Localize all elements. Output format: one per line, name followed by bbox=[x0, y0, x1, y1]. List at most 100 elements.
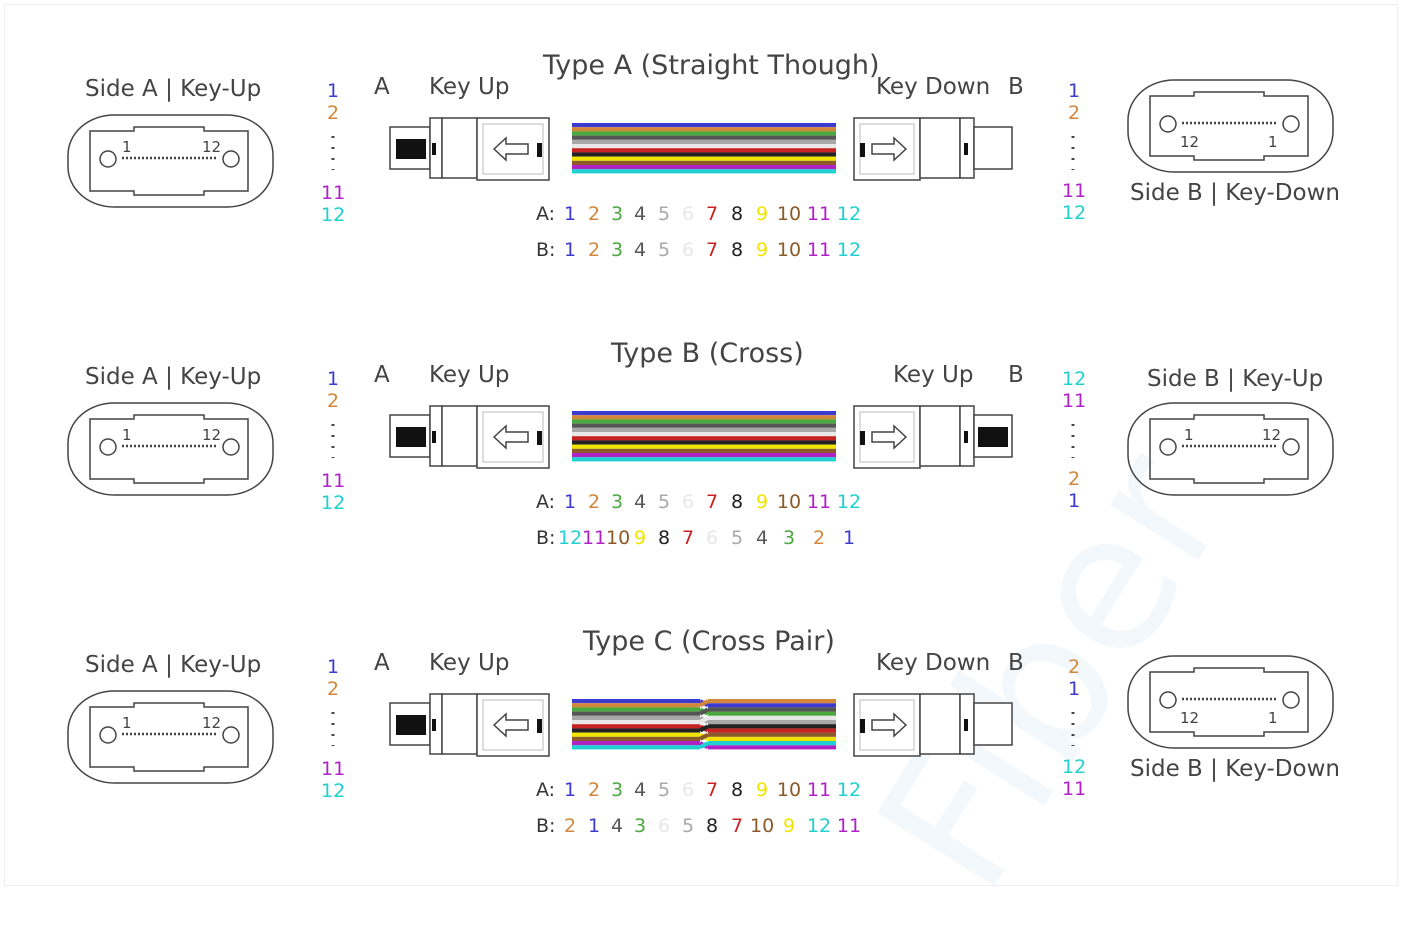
side-b-label: Side B | Key-Down bbox=[1130, 180, 1340, 206]
side-a-label: Side A | Key-Up bbox=[85, 364, 262, 390]
fiber-number-right: 11 bbox=[1062, 778, 1087, 800]
fiber-map-number: 10 bbox=[606, 527, 631, 549]
side-b-label: Side B | Key-Up bbox=[1147, 366, 1324, 392]
fiber-map-number: 5 bbox=[730, 527, 744, 549]
fiber-map-number: 1 bbox=[563, 491, 577, 513]
end-label-left: A bbox=[374, 74, 390, 100]
fiber-map-number: 9 bbox=[633, 527, 647, 549]
side-a-label: Side A | Key-Up bbox=[85, 652, 262, 678]
connector-pin-number: 12 bbox=[202, 426, 222, 444]
fiber-map-number: 8 bbox=[730, 239, 744, 261]
fiber-map-number: 3 bbox=[610, 203, 624, 225]
fiber-map-number: 4 bbox=[633, 779, 647, 801]
end-label-left: A bbox=[374, 362, 390, 388]
fiber-number-right: 1 bbox=[1068, 80, 1081, 102]
fiber-number-left: 2 bbox=[327, 390, 340, 412]
diagram-frame bbox=[4, 4, 1398, 886]
fiber-map-number: 8 bbox=[705, 815, 719, 837]
fiber-number-right: 2 bbox=[1068, 656, 1081, 678]
fiber-number-left: 12 bbox=[321, 204, 346, 226]
fiber-map-number: 7 bbox=[705, 491, 719, 513]
fiber-map-number: 5 bbox=[657, 203, 671, 225]
key-label-left: Key Up bbox=[429, 74, 510, 100]
fiber-map-number: 1 bbox=[563, 779, 577, 801]
key-label-right: Key Down bbox=[876, 650, 991, 676]
fiber-map-number: 11 bbox=[806, 779, 832, 801]
connector-pin-number: 12 bbox=[1180, 133, 1200, 151]
fiber-map-number: 2 bbox=[587, 491, 601, 513]
fiber-number-left: 11 bbox=[321, 470, 346, 492]
fiber-map-number: 1 bbox=[563, 239, 577, 261]
side-b-label: Side B | Key-Down bbox=[1130, 756, 1340, 782]
fiber-number-left: 11 bbox=[321, 182, 346, 204]
fiber-map-number: 4 bbox=[755, 527, 769, 549]
connector-pin-number: 12 bbox=[202, 138, 222, 156]
fiber-number-right: 11 bbox=[1062, 180, 1087, 202]
key-label-right: Key Up bbox=[893, 362, 974, 388]
diagram-title: Type C (Cross Pair) bbox=[583, 626, 835, 657]
fiber-number-right: 11 bbox=[1062, 390, 1087, 412]
fiber-map-number: 11 bbox=[582, 527, 607, 549]
connector-pin-number: 1 bbox=[1268, 709, 1278, 727]
diagram-title: Type A (Straight Though) bbox=[543, 50, 880, 81]
fiber-map-number: 12 bbox=[806, 815, 832, 837]
fiber-map-number: 7 bbox=[705, 779, 719, 801]
fiber-map-number: 9 bbox=[782, 815, 796, 837]
fiber-map-number: 10 bbox=[776, 779, 802, 801]
side-a-label: Side A | Key-Up bbox=[85, 76, 262, 102]
fiber-map-number: 7 bbox=[705, 239, 719, 261]
fiber-map-number: 3 bbox=[633, 815, 647, 837]
map-row-label: B: bbox=[536, 239, 556, 261]
fiber-map-number: 6 bbox=[681, 779, 695, 801]
fiber-map-number: 2 bbox=[563, 815, 577, 837]
fiber-number-right: 1 bbox=[1068, 490, 1081, 512]
key-label-right: Key Down bbox=[876, 74, 991, 100]
fiber-map-number: 3 bbox=[610, 491, 624, 513]
fiber-map-number: 6 bbox=[705, 527, 719, 549]
fiber-map-number: 12 bbox=[558, 527, 583, 549]
fiber-map-number: 2 bbox=[812, 527, 826, 549]
connector-pin-number: 12 bbox=[1180, 709, 1200, 727]
fiber-map-number: 2 bbox=[587, 239, 601, 261]
fiber-map-number: 10 bbox=[776, 203, 802, 225]
end-label-right: B bbox=[1008, 74, 1024, 100]
map-row-label: A: bbox=[536, 491, 556, 513]
map-row-label: A: bbox=[536, 779, 556, 801]
fiber-map-number: 10 bbox=[750, 815, 775, 837]
fiber-map-number: 8 bbox=[730, 491, 744, 513]
connector-pin-number: 1 bbox=[122, 138, 132, 156]
fiber-map-number: 5 bbox=[657, 779, 671, 801]
fiber-map-number: 1 bbox=[842, 527, 856, 549]
fiber-map-number: 11 bbox=[806, 491, 832, 513]
fiber-map-number: 6 bbox=[681, 491, 695, 513]
connector-pin-number: 1 bbox=[122, 714, 132, 732]
fiber-map-number: 6 bbox=[681, 239, 695, 261]
fiber-number-left: 1 bbox=[327, 656, 340, 678]
connector-pin-number: 1 bbox=[122, 426, 132, 444]
connector-pin-number: 1 bbox=[1184, 426, 1194, 444]
connector-pin-number: 12 bbox=[202, 714, 222, 732]
fiber-map-number: 12 bbox=[836, 779, 862, 801]
fiber-map-number: 5 bbox=[657, 491, 671, 513]
diagram-title: Type B (Cross) bbox=[611, 338, 804, 369]
fiber-number-left: 12 bbox=[321, 492, 346, 514]
fiber-map-number: 12 bbox=[836, 203, 862, 225]
fiber-number-left: 12 bbox=[321, 780, 346, 802]
fiber-number-left: 11 bbox=[321, 758, 346, 780]
fiber-map-number: 12 bbox=[836, 491, 862, 513]
fiber-map-number: 7 bbox=[730, 815, 744, 837]
end-label-left: A bbox=[374, 650, 390, 676]
fiber-map-number: 8 bbox=[657, 527, 671, 549]
fiber-number-right: 12 bbox=[1062, 756, 1087, 778]
fiber-map-number: 10 bbox=[776, 491, 802, 513]
map-row-label: A: bbox=[536, 203, 556, 225]
fiber-number-left: 1 bbox=[327, 80, 340, 102]
fiber-map-number: 9 bbox=[755, 779, 769, 801]
fiber-map-number: 7 bbox=[681, 527, 695, 549]
map-row-label: B: bbox=[536, 527, 556, 549]
